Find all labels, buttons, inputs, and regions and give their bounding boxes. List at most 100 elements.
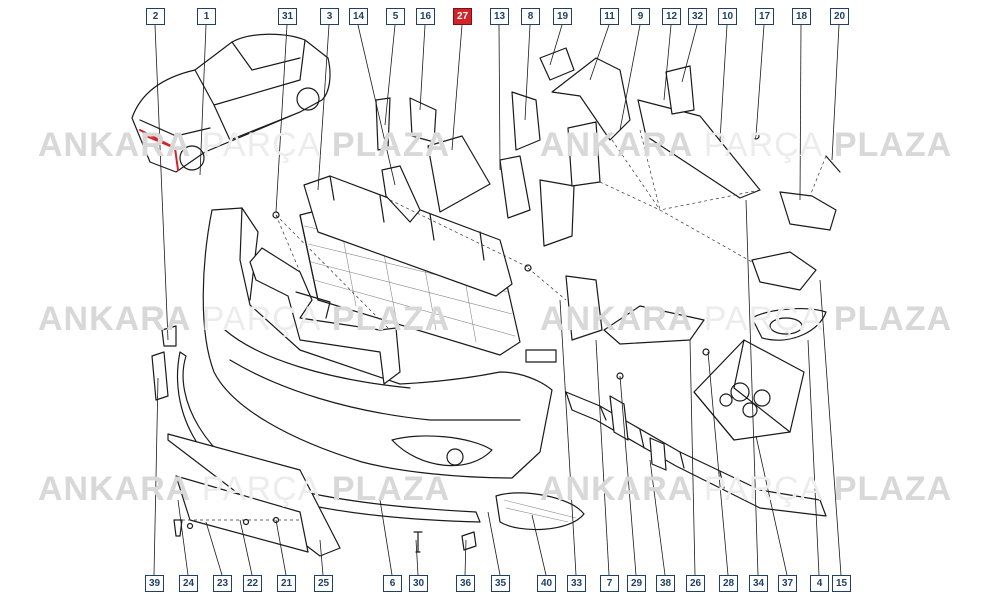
leader-line-37 — [755, 435, 788, 576]
leader-line-32 — [681, 24, 698, 83]
callout-27[interactable]: 27 — [453, 8, 472, 25]
watermark-brand-right: PLAZA — [331, 126, 451, 164]
callout-7[interactable]: 7 — [600, 575, 619, 592]
callout-3[interactable]: 3 — [320, 8, 339, 25]
watermark-brand-right: PLAZA — [331, 470, 451, 508]
callout-6[interactable]: 6 — [383, 575, 402, 592]
callout-39[interactable]: 39 — [145, 575, 164, 592]
callout-17[interactable]: 17 — [755, 8, 774, 25]
headlamp-brackets — [375, 47, 575, 247]
watermark-row-2: ANKARA PARÇA PLAZA — [38, 300, 450, 339]
leader-line-3 — [317, 24, 330, 191]
watermark-brand-right: PLAZA — [833, 300, 953, 338]
watermark-row-2b: ANKARA PARÇA PLAZA — [540, 300, 952, 339]
leader-line-2 — [154, 24, 169, 341]
lower-spoiler — [167, 351, 481, 557]
watermark-brand-left: ANKARA — [540, 470, 694, 508]
callout-29[interactable]: 29 — [627, 575, 646, 592]
leader-line-29 — [619, 375, 637, 576]
watermark-brand-right: PLAZA — [833, 470, 953, 508]
leader-line-19 — [549, 24, 563, 66]
leader-line-18 — [799, 24, 802, 201]
leader-line-34 — [745, 199, 759, 576]
callout-40[interactable]: 40 — [537, 575, 556, 592]
watermark-brand-mid: PARÇA — [703, 300, 824, 338]
leader-line-13 — [498, 24, 501, 171]
callout-18[interactable]: 18 — [792, 8, 811, 25]
leader-line-31 — [275, 24, 288, 213]
callout-9[interactable]: 9 — [631, 8, 650, 25]
front-bumper-cover — [202, 207, 553, 479]
callout-32[interactable]: 32 — [688, 8, 707, 25]
leader-line-5 — [384, 24, 396, 126]
leader-line-8 — [524, 24, 531, 121]
watermark-brand-left: ANKARA — [540, 300, 694, 338]
callout-36[interactable]: 36 — [456, 575, 475, 592]
callout-16[interactable]: 16 — [416, 8, 435, 25]
fastener-kit-box — [693, 339, 805, 441]
watermark-row-3b: ANKARA PARÇA PLAZA — [540, 470, 952, 509]
callout-35[interactable]: 35 — [491, 575, 510, 592]
watermark-row-3: ANKARA PARÇA PLAZA — [38, 470, 450, 509]
watermark-brand-right: PLAZA — [331, 300, 451, 338]
callout-14[interactable]: 14 — [349, 8, 368, 25]
callout-10[interactable]: 10 — [718, 8, 737, 25]
callout-2[interactable]: 2 — [146, 8, 165, 25]
leader-line-33 — [559, 299, 577, 576]
watermark-brand-left: ANKARA — [38, 300, 192, 338]
callout-22[interactable]: 22 — [243, 575, 262, 592]
leader-line-9 — [619, 24, 641, 131]
mid-right-parts — [565, 275, 705, 345]
watermark-brand-mid: PARÇA — [703, 126, 824, 164]
assembly-lines — [176, 129, 827, 521]
callout-23[interactable]: 23 — [213, 575, 232, 592]
watermark-brand-left: ANKARA — [38, 126, 192, 164]
callout-1[interactable]: 1 — [197, 8, 216, 25]
leader-line-30 — [415, 539, 419, 576]
callout-4[interactable]: 4 — [810, 575, 829, 592]
leader-line-27 — [451, 24, 463, 151]
callout-28[interactable]: 28 — [719, 575, 738, 592]
leader-line-16 — [419, 24, 426, 111]
watermark-row-1: ANKARA PARÇA PLAZA — [38, 126, 450, 165]
fog-lamp-bezel — [495, 492, 585, 531]
leader-line-12 — [663, 24, 672, 101]
callout-15[interactable]: 15 — [832, 575, 851, 592]
callout-24[interactable]: 24 — [179, 575, 198, 592]
watermark-brand-left: ANKARA — [38, 470, 192, 508]
watermark-brand-mid: PARÇA — [201, 300, 322, 338]
callout-26[interactable]: 26 — [686, 575, 705, 592]
callout-37[interactable]: 37 — [778, 575, 797, 592]
leader-line-17 — [755, 24, 765, 137]
callout-38[interactable]: 38 — [656, 575, 675, 592]
callout-11[interactable]: 11 — [600, 8, 619, 25]
callout-34[interactable]: 34 — [749, 575, 768, 592]
lower-reinforcement-beam — [565, 391, 827, 517]
callout-5[interactable]: 5 — [386, 8, 405, 25]
callout-20[interactable]: 20 — [830, 8, 849, 25]
leader-line-20 — [831, 24, 840, 161]
leader-line-28 — [707, 351, 729, 576]
leader-line-38 — [649, 459, 666, 576]
callout-8[interactable]: 8 — [521, 8, 540, 25]
watermark-row-1b: ANKARA PARÇA PLAZA — [540, 126, 952, 165]
callout-25[interactable]: 25 — [314, 575, 333, 592]
leader-line-1 — [199, 24, 207, 176]
bumper-support-frame — [249, 247, 401, 385]
leader-line-35 — [487, 511, 501, 576]
leader-line-25 — [319, 539, 324, 576]
leader-line-23 — [205, 521, 223, 576]
leader-line-15 — [819, 279, 842, 576]
grille-carrier — [303, 175, 513, 297]
callout-19[interactable]: 19 — [553, 8, 572, 25]
callout-30[interactable]: 30 — [409, 575, 428, 592]
leader-line-11 — [589, 24, 610, 81]
leader-line-40 — [531, 514, 547, 576]
callout-31[interactable]: 31 — [278, 8, 297, 25]
callout-12[interactable]: 12 — [662, 8, 681, 25]
callout-33[interactable]: 33 — [567, 575, 586, 592]
callout-21[interactable]: 21 — [277, 575, 296, 592]
callout-13[interactable]: 13 — [490, 8, 509, 25]
